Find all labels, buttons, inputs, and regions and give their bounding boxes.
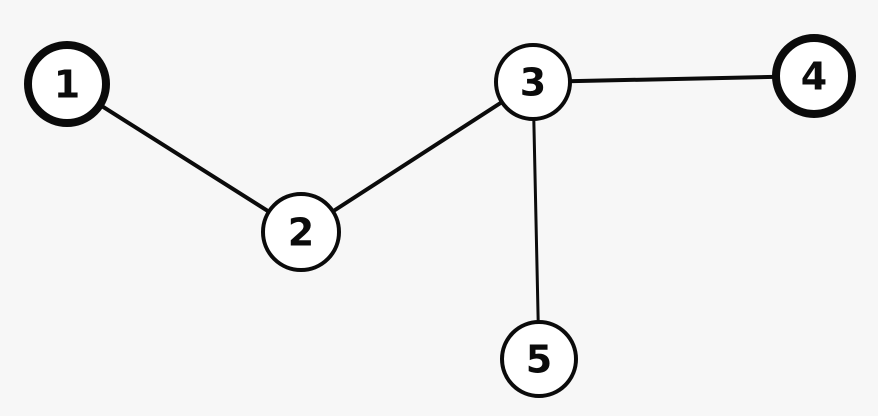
edge-3-4: [531, 74, 816, 84]
node-4: 4: [772, 34, 856, 118]
node-2: 2: [261, 192, 341, 272]
node-circle: [500, 320, 578, 398]
node-circle: [494, 43, 572, 121]
nodes-layer: 1 2 3 4 5: [24, 34, 856, 398]
node-1: 1: [24, 41, 110, 127]
edges-layer: [65, 74, 816, 361]
node-circle-emphasized: [24, 41, 110, 127]
edge-3-5: [531, 80, 541, 361]
edge-2-3: [299, 80, 535, 234]
node-5: 5: [500, 320, 578, 398]
edge-1-2: [65, 82, 303, 234]
node-circle-emphasized: [772, 34, 856, 118]
node-3: 3: [494, 43, 572, 121]
node-circle: [261, 192, 341, 272]
